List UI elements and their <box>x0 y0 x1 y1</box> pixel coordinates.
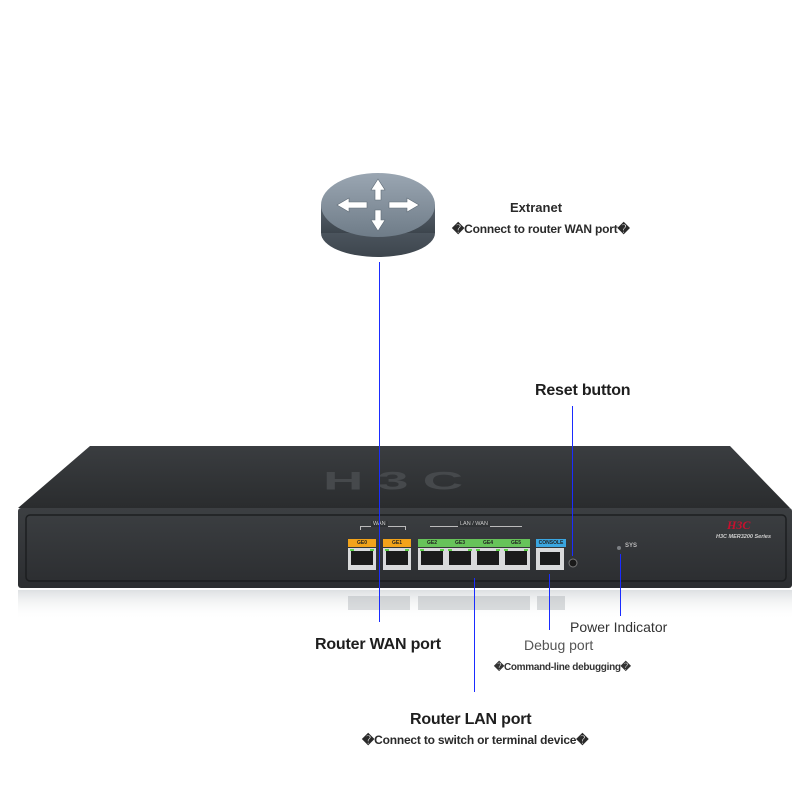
router-lan-port-sublabel: �Connect to switch or terminal device� <box>362 733 589 747</box>
port-tag-ge2: GE2 <box>418 539 446 547</box>
router-lan-port-label: Router LAN port <box>410 711 532 728</box>
lid-logo: H3C <box>322 466 478 495</box>
port-tag-ge5: GE5 <box>502 539 530 547</box>
port-tag-ge3: GE3 <box>446 539 474 547</box>
sys-label: SYS <box>625 543 638 549</box>
port-tag-ge1: GE1 <box>383 539 411 547</box>
extranet-to-wan-line <box>379 262 380 622</box>
power-indicator-label: Power Indicator <box>570 619 668 635</box>
debug-port-line <box>549 574 550 630</box>
lan-group-label: LAN / WAN <box>458 521 490 527</box>
reset-line <box>572 406 573 556</box>
extranet-title: Extranet <box>510 200 563 215</box>
extranet-subtitle: �Connect to router WAN port� <box>452 222 630 236</box>
power-indicator-line <box>620 554 621 616</box>
lan-port-line <box>474 578 475 692</box>
reset-button-label: Reset button <box>535 382 631 399</box>
port-tag-ge4: GE4 <box>474 539 502 547</box>
debug-port-sublabel: �Command-line debugging� <box>494 662 631 673</box>
brand-logo: H3C <box>727 518 751 532</box>
router-arrows-icon <box>321 173 435 257</box>
console-tag: CONSOLE <box>536 539 566 547</box>
sys-led-icon <box>617 546 621 550</box>
debug-port-label: Debug port <box>524 637 594 653</box>
series-label: H3C MER3200 Series <box>716 534 772 540</box>
rj45-port-icon <box>348 548 564 570</box>
ethernet-ports <box>348 548 578 570</box>
router-wan-port-label: Router WAN port <box>315 636 441 653</box>
port-tag-ge0: GE0 <box>348 539 376 547</box>
